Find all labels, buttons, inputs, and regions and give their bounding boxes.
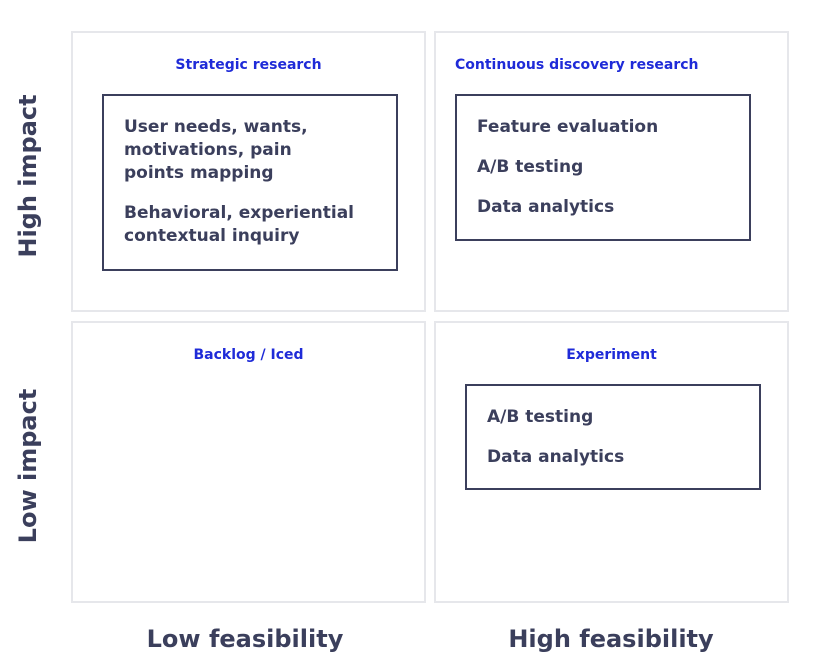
- x-axis-label-high-feasibility: High feasibility: [508, 625, 714, 653]
- list-item: User needs, wants, motivations, pain poi…: [124, 117, 308, 183]
- quadrant-strategic-research: Strategic research User needs, wants, mo…: [71, 31, 426, 312]
- list-item: Behavioral, experiential contextual inqu…: [124, 203, 354, 246]
- item-box: User needs, wants, motivations, pain poi…: [102, 94, 398, 271]
- x-axis-label-low-feasibility: Low feasibility: [146, 625, 344, 653]
- item-box: A/B testing Data analytics: [465, 384, 761, 490]
- list-item: A/B testing: [477, 157, 584, 177]
- item-box: Feature evaluation A/B testing Data anal…: [455, 94, 751, 241]
- list-item: Data analytics: [477, 197, 615, 217]
- quadrant-title: Backlog / Iced: [193, 347, 304, 363]
- quadrant-title: Experiment: [566, 347, 657, 363]
- y-axis-label-low-impact: Low impact: [14, 388, 42, 544]
- list-item: A/B testing: [487, 407, 594, 427]
- quadrant-continuous-discovery-research: Continuous discovery research Feature ev…: [434, 31, 789, 312]
- quadrant-title: Continuous discovery research: [455, 57, 699, 73]
- quadrant-title: Strategic research: [175, 57, 322, 73]
- y-axis-label-high-impact: High impact: [14, 94, 42, 258]
- quadrant-experiment: Experiment A/B testing Data analytics: [434, 321, 789, 603]
- list-item: Feature evaluation: [477, 117, 659, 137]
- list-item: Data analytics: [487, 447, 625, 467]
- quadrant-backlog-iced: Backlog / Iced: [71, 321, 426, 603]
